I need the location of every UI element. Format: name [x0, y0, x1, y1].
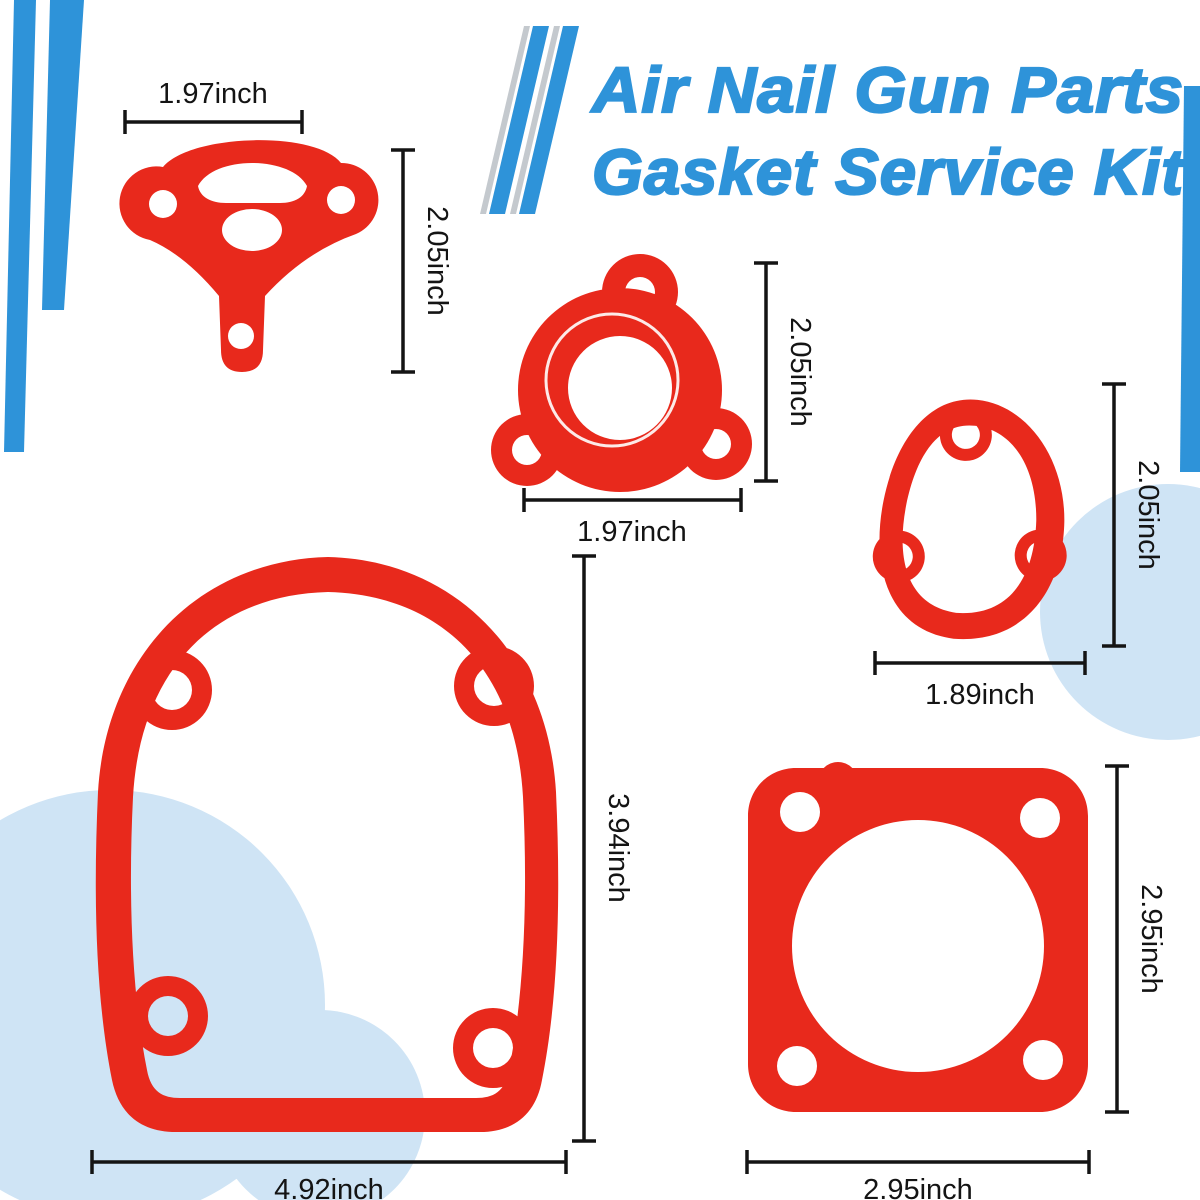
product-title: Air Nail Gun Parts Gasket Service Kit: [589, 53, 1186, 209]
bg-circle-right: [1040, 484, 1200, 740]
gasket-cylinder-ring-shape: [95, 557, 559, 1132]
gasket-fan-shape: [119, 140, 379, 372]
gasket5-width-dimension-line: [745, 1150, 1091, 1174]
corner-stripes: [4, 0, 1200, 472]
gasket1-width-dimension-line: [123, 110, 304, 134]
title-stripes: [489, 26, 579, 214]
gasket4-width-label: 4.92inch: [274, 1174, 384, 1200]
gasket3-width-label: 1.89inch: [925, 679, 1035, 711]
title-stripe-2: [519, 26, 579, 214]
dimension-lines: [90, 110, 1129, 1174]
decor-stripe-top-left-2: [42, 0, 84, 310]
title-line-1: Air Nail Gun Parts: [590, 54, 1184, 126]
decor-stripe-right-edge: [1180, 86, 1200, 472]
gasket-trilobe-shape: [491, 254, 752, 492]
gasket2-width-label: 1.97inch: [577, 516, 687, 548]
gasket5-height-label: 2.95inch: [1135, 884, 1167, 994]
gasket2-height-label: 2.05inch: [784, 317, 816, 427]
decor-stripe-top-left-1: [4, 0, 36, 452]
gasket-trilobe-die-line: [544, 312, 680, 448]
gasket1-width-label: 1.97inch: [158, 78, 268, 110]
gasket4-width-dimension-line: [90, 1150, 568, 1174]
gasket5-width-label: 2.95inch: [863, 1174, 973, 1200]
gaskets: [95, 140, 1088, 1132]
gasket3-height-dimension-line: [1102, 382, 1126, 648]
gasket4-height-dimension-line: [572, 554, 596, 1143]
gasket1-height-dimension-line: [391, 148, 415, 374]
gasket1-height-label: 2.05inch: [421, 206, 453, 316]
gasket2-height-dimension-line: [754, 261, 778, 483]
gasket3-width-dimension-line: [873, 651, 1087, 675]
gasket5-height-dimension-line: [1105, 764, 1129, 1114]
gasket-teardrop-shape: [872, 399, 1067, 640]
title-stripe-shadow-1: [480, 26, 530, 214]
title-stripe-shadow-2: [510, 26, 560, 214]
gasket3-height-label: 2.05inch: [1132, 460, 1164, 570]
title-stripes-shadow: [480, 26, 560, 214]
gasket4-height-label: 3.94inch: [602, 793, 634, 903]
title-line-2: Gasket Service Kit: [592, 136, 1186, 208]
gasket2-width-dimension-line: [522, 488, 743, 512]
dimension-labels: 1.97inch 2.05inch 2.05inch 1.97inch 2.05…: [158, 78, 1167, 1200]
title-stripe-1: [489, 26, 549, 214]
gasket-square-shape: [748, 762, 1088, 1112]
